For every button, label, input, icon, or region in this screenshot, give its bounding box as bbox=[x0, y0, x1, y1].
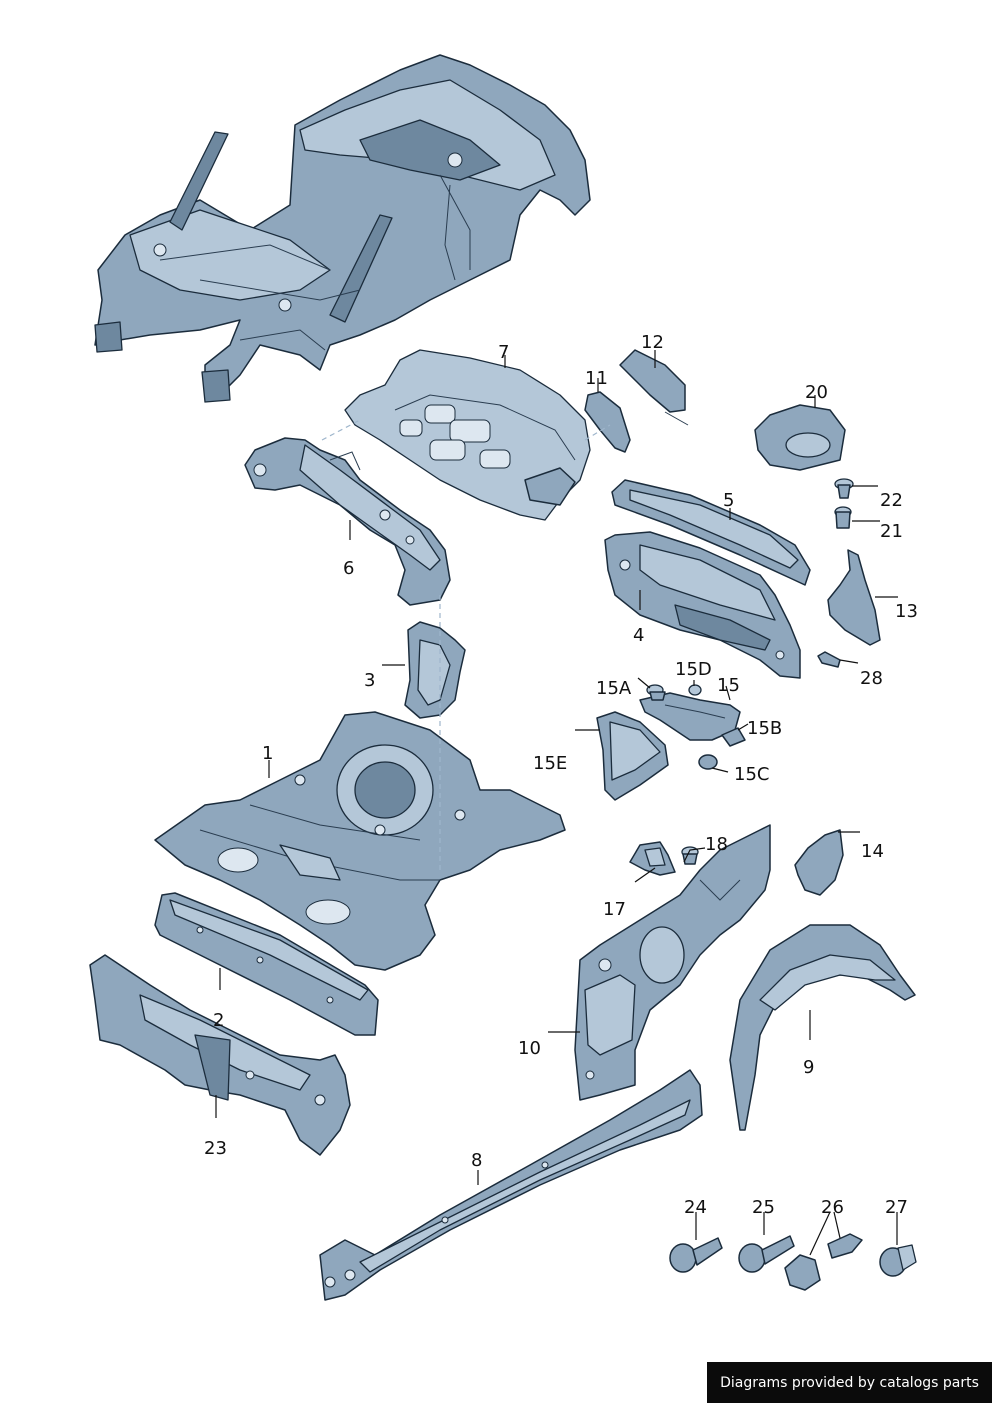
fastener-18-nut bbox=[681, 846, 699, 865]
callout-26: 26 bbox=[821, 1197, 844, 1218]
callout-17: 17 bbox=[603, 899, 626, 920]
callout-25: 25 bbox=[752, 1197, 775, 1218]
assembly-guides bbox=[321, 419, 611, 870]
callout-14: 14 bbox=[861, 841, 884, 862]
callout-27: 27 bbox=[885, 1197, 908, 1218]
callout-4: 4 bbox=[633, 625, 644, 646]
part-15e-panel bbox=[596, 711, 669, 801]
part-6-long-member bbox=[244, 437, 451, 606]
fastener-15a-bolt bbox=[646, 684, 666, 701]
part-28-clip bbox=[817, 651, 841, 668]
callout-20: 20 bbox=[805, 382, 828, 403]
part-14-bracket bbox=[794, 829, 844, 896]
part-17-bracket bbox=[629, 841, 676, 876]
leader-lines bbox=[215, 350, 898, 1256]
callout-18: 18 bbox=[705, 834, 728, 855]
watermark-banner: Diagrams provided by catalogs parts bbox=[707, 1362, 992, 1403]
part-10-side-panel bbox=[574, 824, 771, 1101]
part-9-wheel-arch bbox=[729, 924, 916, 1131]
fastener-26-bolt bbox=[784, 1233, 863, 1291]
fastener-27-plug bbox=[879, 1244, 917, 1277]
callout-28: 28 bbox=[860, 668, 883, 689]
body-shell-illustration bbox=[94, 54, 591, 403]
part-2-cross-member bbox=[154, 892, 379, 1036]
part-12-bracket bbox=[619, 349, 689, 426]
callout-5: 5 bbox=[723, 490, 734, 511]
fastener-15c-grommet bbox=[698, 754, 718, 770]
part-4-rear-panel bbox=[604, 531, 801, 679]
callout-15: 15 bbox=[717, 675, 740, 696]
part-3-bracket bbox=[404, 621, 466, 719]
callout-7: 7 bbox=[498, 342, 509, 363]
part-20-cover bbox=[754, 404, 846, 471]
fastener-22-screw bbox=[834, 478, 854, 499]
callout-12: 12 bbox=[641, 332, 664, 353]
fastener-21-nut bbox=[834, 506, 852, 529]
fastener-24-clip bbox=[669, 1237, 723, 1273]
callout-labels: 1 2 3 4 5 6 7 8 9 10 11 12 13 14 15 15A … bbox=[204, 332, 918, 1218]
callout-15e: 15E bbox=[533, 753, 567, 774]
callout-15b: 15B bbox=[747, 718, 782, 739]
part-5-rear-panel-strip bbox=[611, 479, 811, 586]
part-1-floor-pan bbox=[154, 711, 566, 971]
callout-11: 11 bbox=[585, 368, 608, 389]
callout-13: 13 bbox=[895, 601, 918, 622]
fastener-25-clip bbox=[738, 1235, 795, 1273]
callout-2: 2 bbox=[213, 1010, 224, 1031]
callout-15d: 15D bbox=[675, 659, 712, 680]
part-11-bracket bbox=[584, 391, 631, 453]
part-13-side-bracket bbox=[827, 549, 881, 646]
callout-22: 22 bbox=[880, 490, 903, 511]
callout-15a: 15A bbox=[596, 678, 632, 699]
callout-6: 6 bbox=[343, 558, 354, 579]
fastener-15b-plug bbox=[721, 727, 746, 747]
callout-10: 10 bbox=[518, 1038, 541, 1059]
callout-21: 21 bbox=[880, 521, 903, 542]
callout-15c: 15C bbox=[734, 764, 769, 785]
watermark-text: Diagrams provided by catalogs parts bbox=[720, 1374, 979, 1391]
fastener-15d-nut bbox=[688, 684, 702, 696]
callout-1: 1 bbox=[262, 743, 273, 764]
part-23-rear-cross-member bbox=[89, 954, 351, 1156]
callout-9: 9 bbox=[803, 1057, 814, 1078]
part-7-rear-shelf bbox=[344, 349, 591, 521]
callout-24: 24 bbox=[684, 1197, 707, 1218]
callout-3: 3 bbox=[364, 670, 375, 691]
callout-23: 23 bbox=[204, 1138, 227, 1159]
callout-8: 8 bbox=[471, 1150, 482, 1171]
part-8-sill bbox=[319, 1069, 703, 1301]
